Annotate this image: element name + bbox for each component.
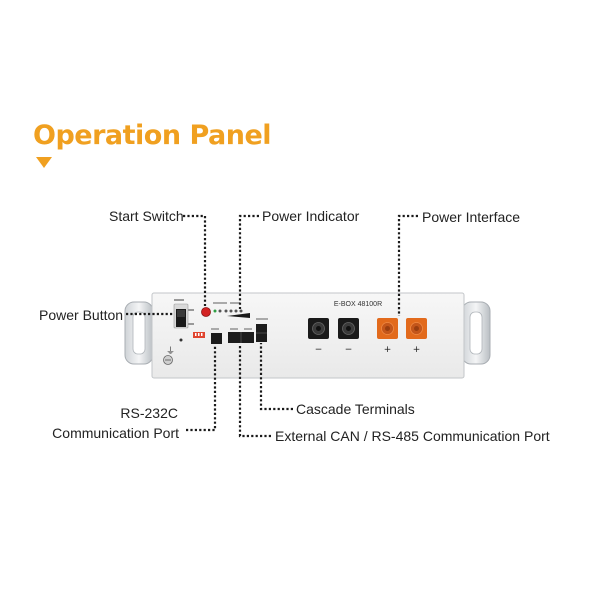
can-rs485-leader <box>238 344 271 438</box>
left-handle <box>124 301 154 365</box>
can-rs485-port[interactable] <box>228 328 254 343</box>
power-indicator-leader <box>238 214 259 309</box>
positive-terminal-1[interactable] <box>377 318 398 339</box>
start-switch-label: Start Switch <box>109 208 184 224</box>
terminal-sign-3: + <box>384 345 392 355</box>
dip-switch[interactable] <box>193 332 205 338</box>
negative-terminal-2[interactable] <box>338 318 359 339</box>
can-rs485-label: External CAN / RS-485 Communication Port <box>275 428 550 444</box>
rs232-port[interactable] <box>211 328 222 344</box>
start-switch-leader <box>183 214 207 306</box>
power-interface-label: Power Interface <box>422 209 521 225</box>
ground-screw-icon: ⏚ <box>163 346 175 365</box>
terminal-sign-2: − <box>345 345 353 355</box>
rs232-label-line2: Communication Port <box>52 425 179 441</box>
positive-terminal-2[interactable] <box>406 318 427 339</box>
terminal-sign-1: − <box>315 345 323 355</box>
cascade-leader <box>259 343 293 411</box>
cascade-label: Cascade Terminals <box>296 401 415 417</box>
power-button[interactable] <box>173 303 189 329</box>
right-handle <box>461 301 491 365</box>
rs232-leader <box>186 345 217 432</box>
title-pointer-icon <box>36 157 52 168</box>
model-label: E-BOX 48100R <box>334 301 382 308</box>
svg-text:⏚: ⏚ <box>166 346 175 357</box>
page-title: Operation Panel <box>33 120 272 151</box>
power-button-label: Power Button <box>39 307 124 323</box>
rs232-label-line1: RS-232C <box>120 405 178 421</box>
power-button-caption <box>174 299 194 325</box>
power-interface-leader <box>397 214 418 316</box>
negative-terminal-1[interactable] <box>308 318 329 339</box>
terminal-sign-4: + <box>413 345 421 355</box>
power-indicator-label: Power Indicator <box>262 208 360 224</box>
start-switch[interactable] <box>201 307 211 317</box>
button-dot <box>179 338 183 342</box>
cascade-port[interactable] <box>256 318 268 342</box>
power-indicator-leds <box>213 302 250 318</box>
